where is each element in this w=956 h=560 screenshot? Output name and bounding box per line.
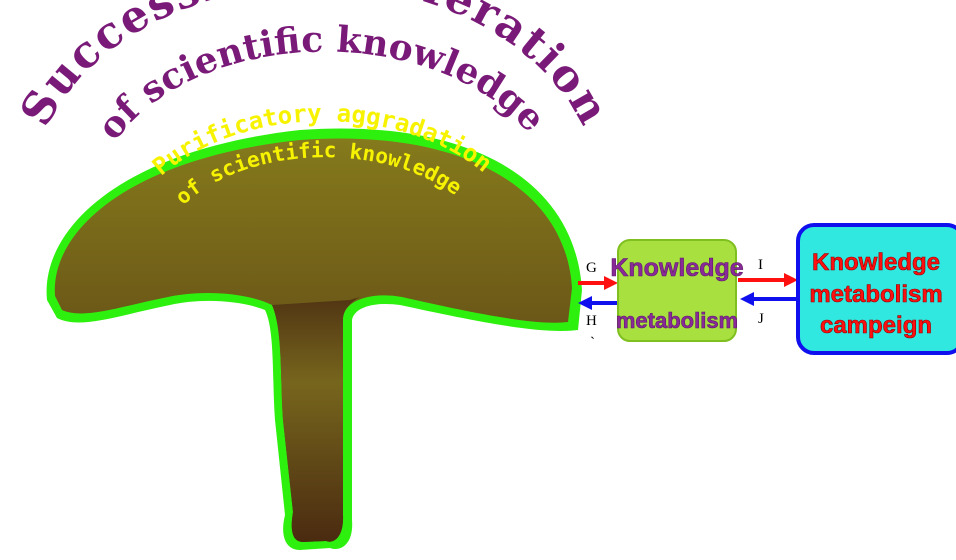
mushroom-shape — [46, 128, 582, 551]
arrow-i — [738, 273, 798, 287]
campaign-box-line2: metabolism — [809, 281, 942, 308]
campaign-box-line3: campeign — [820, 312, 932, 339]
arrow-j — [740, 292, 798, 306]
label-h-mark: ` — [590, 335, 595, 351]
label-g: G — [586, 260, 597, 276]
label-j: J — [758, 311, 764, 327]
knowledge-metabolism-box: Knowledge metabolism — [610, 239, 744, 342]
arrow-g — [578, 276, 618, 290]
label-i: I — [758, 257, 763, 273]
metabolism-box-line2: metabolism — [616, 308, 738, 333]
knowledge-metabolism-campaign-box: Knowledge metabolism campeign — [796, 223, 956, 355]
campaign-box-line1: Knowledge — [812, 249, 940, 276]
arrow-h — [578, 296, 618, 310]
label-h: H — [586, 313, 597, 329]
metabolism-box-line1: Knowledge — [610, 254, 743, 282]
mushroom-stem — [272, 296, 361, 542]
